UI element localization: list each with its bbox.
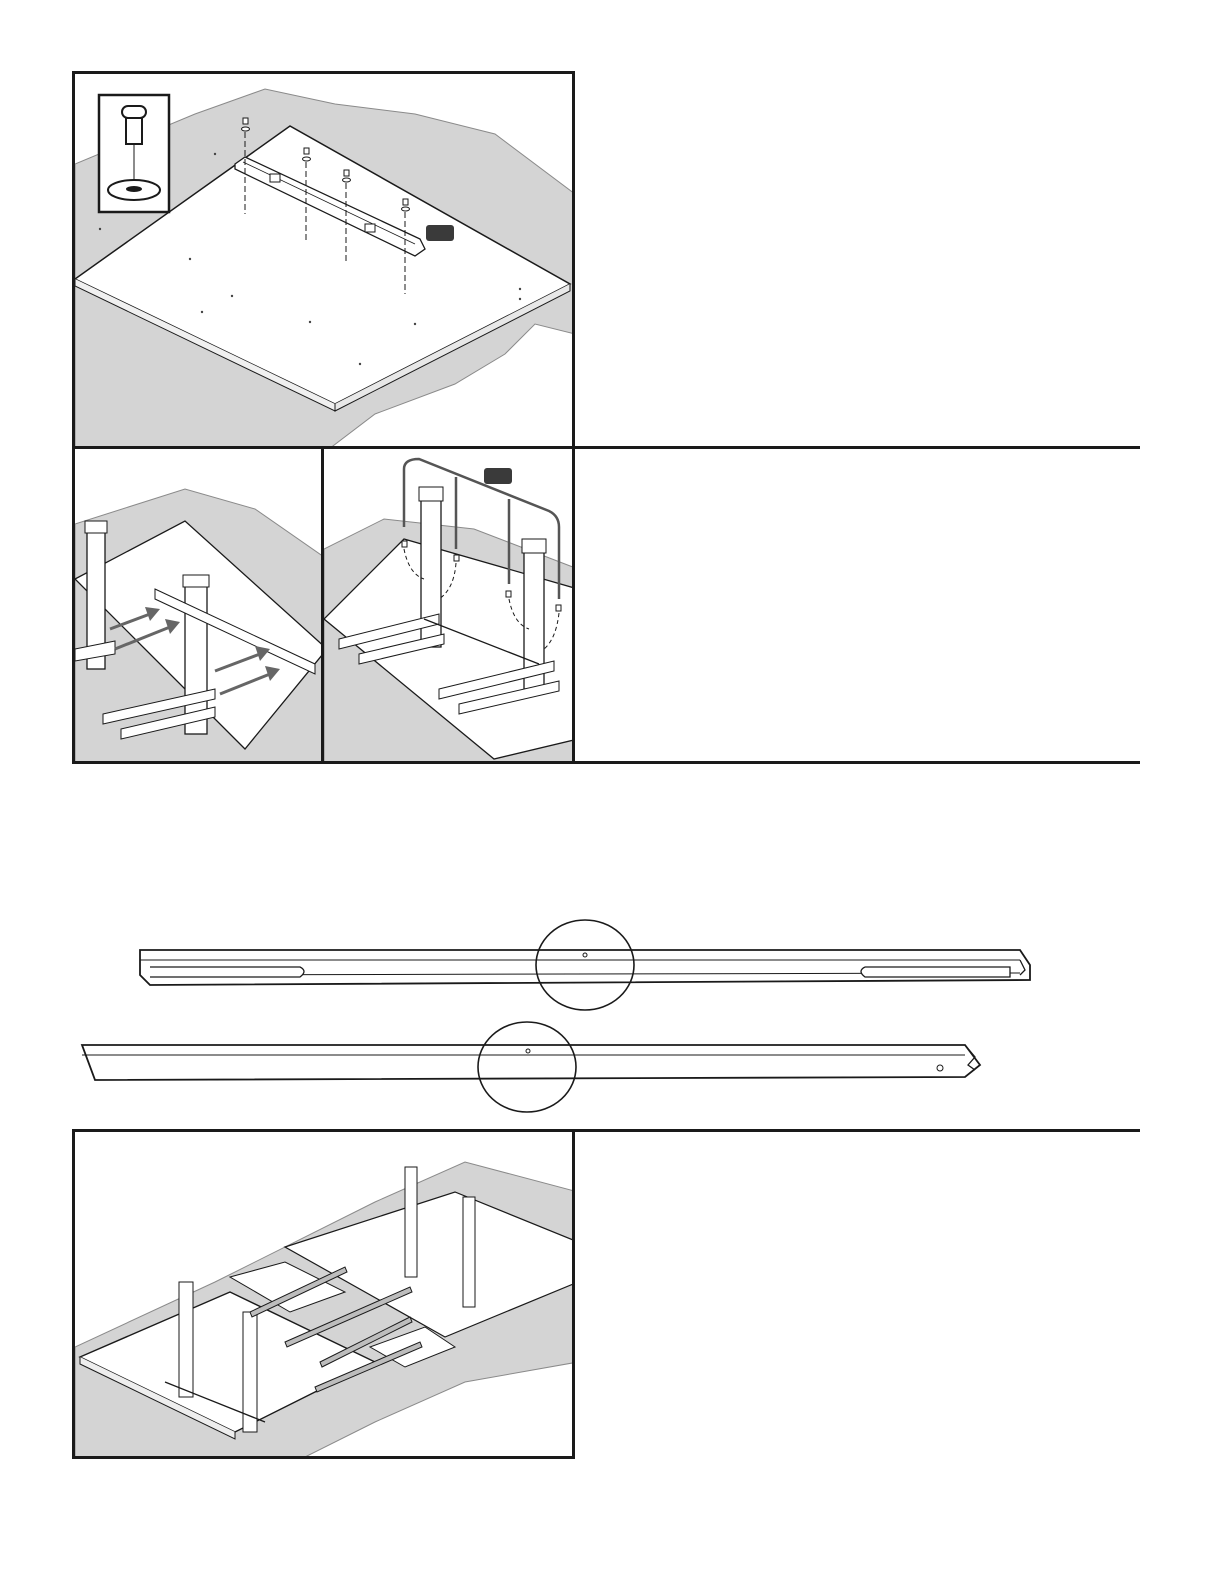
step-1-panel [72, 71, 575, 449]
step-1-illustration [75, 74, 575, 449]
step-2a-panel [72, 446, 324, 764]
step-2b-panel [321, 446, 575, 764]
divider-step-3-top [572, 1129, 1140, 1132]
step-2b-callout-badge [484, 468, 512, 484]
beams-illustration [0, 905, 1225, 1115]
divider-step-2-bottom [572, 761, 1140, 764]
step-2b-illustration [324, 449, 575, 764]
step-3-illustration [75, 1132, 575, 1459]
step-1-callout-badge [426, 225, 454, 241]
step-3-panel [72, 1129, 575, 1459]
step-2a-illustration [75, 449, 324, 764]
divider-step-2-top [572, 446, 1140, 449]
